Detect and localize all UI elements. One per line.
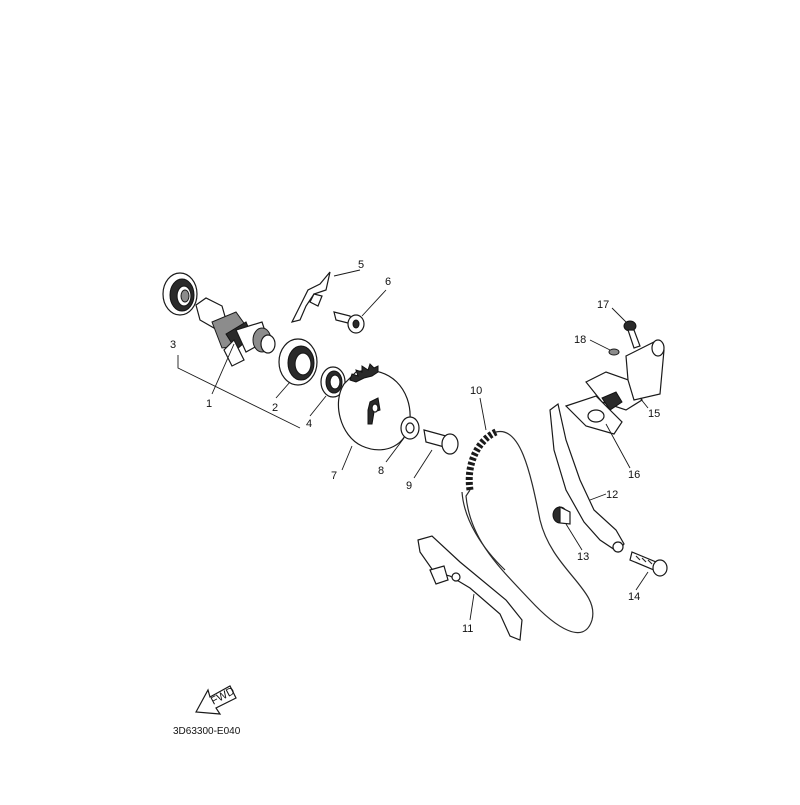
part-3-bearing bbox=[162, 272, 198, 316]
part-14-bolt bbox=[629, 551, 668, 577]
part-13-collar bbox=[552, 506, 571, 525]
part-11-chain-guide bbox=[417, 535, 523, 641]
callout-17: 17 bbox=[597, 299, 609, 311]
callout-2: 2 bbox=[272, 402, 278, 414]
callout-6: 6 bbox=[385, 276, 391, 288]
part-15-tensioner bbox=[585, 339, 665, 411]
part-10-cam-chain bbox=[461, 428, 594, 634]
part-18-oring bbox=[608, 348, 620, 356]
part-17-bolt bbox=[623, 320, 641, 349]
callout-15: 15 bbox=[648, 408, 660, 420]
part-9-bolt bbox=[423, 429, 459, 455]
callout-7: 7 bbox=[331, 470, 337, 482]
part-12-tensioner-guide bbox=[549, 402, 625, 553]
part-16-gasket bbox=[564, 395, 623, 435]
callout-10: 10 bbox=[470, 385, 482, 397]
callout-1: 1 bbox=[206, 398, 212, 410]
callout-12: 12 bbox=[606, 489, 618, 501]
callout-18: 18 bbox=[574, 334, 586, 346]
callout-3: 3 bbox=[170, 339, 176, 351]
part-5-bracket bbox=[290, 271, 331, 323]
callout-8: 8 bbox=[378, 465, 384, 477]
part-6-bolt bbox=[333, 311, 365, 334]
callout-labels: 3 1 2 4 5 6 7 8 9 10 11 12 13 14 15 16 1… bbox=[170, 259, 660, 635]
fwd-arrow-icon: FWD bbox=[195, 685, 237, 715]
part-7-sprocket bbox=[337, 363, 411, 451]
callout-11: 11 bbox=[462, 623, 473, 635]
part-4-ring bbox=[320, 366, 346, 398]
callout-16: 16 bbox=[628, 469, 640, 481]
part-8-washer bbox=[400, 416, 420, 440]
callout-4: 4 bbox=[306, 418, 312, 430]
callout-5: 5 bbox=[358, 259, 364, 271]
diagram-code: 3D63300-E040 bbox=[173, 726, 241, 737]
callout-13: 13 bbox=[577, 551, 589, 563]
part-2-bearing bbox=[278, 338, 318, 386]
leader-lines bbox=[177, 269, 649, 621]
part-1-camshaft bbox=[195, 297, 276, 367]
callout-9: 9 bbox=[406, 480, 412, 492]
callout-14: 14 bbox=[628, 591, 640, 603]
